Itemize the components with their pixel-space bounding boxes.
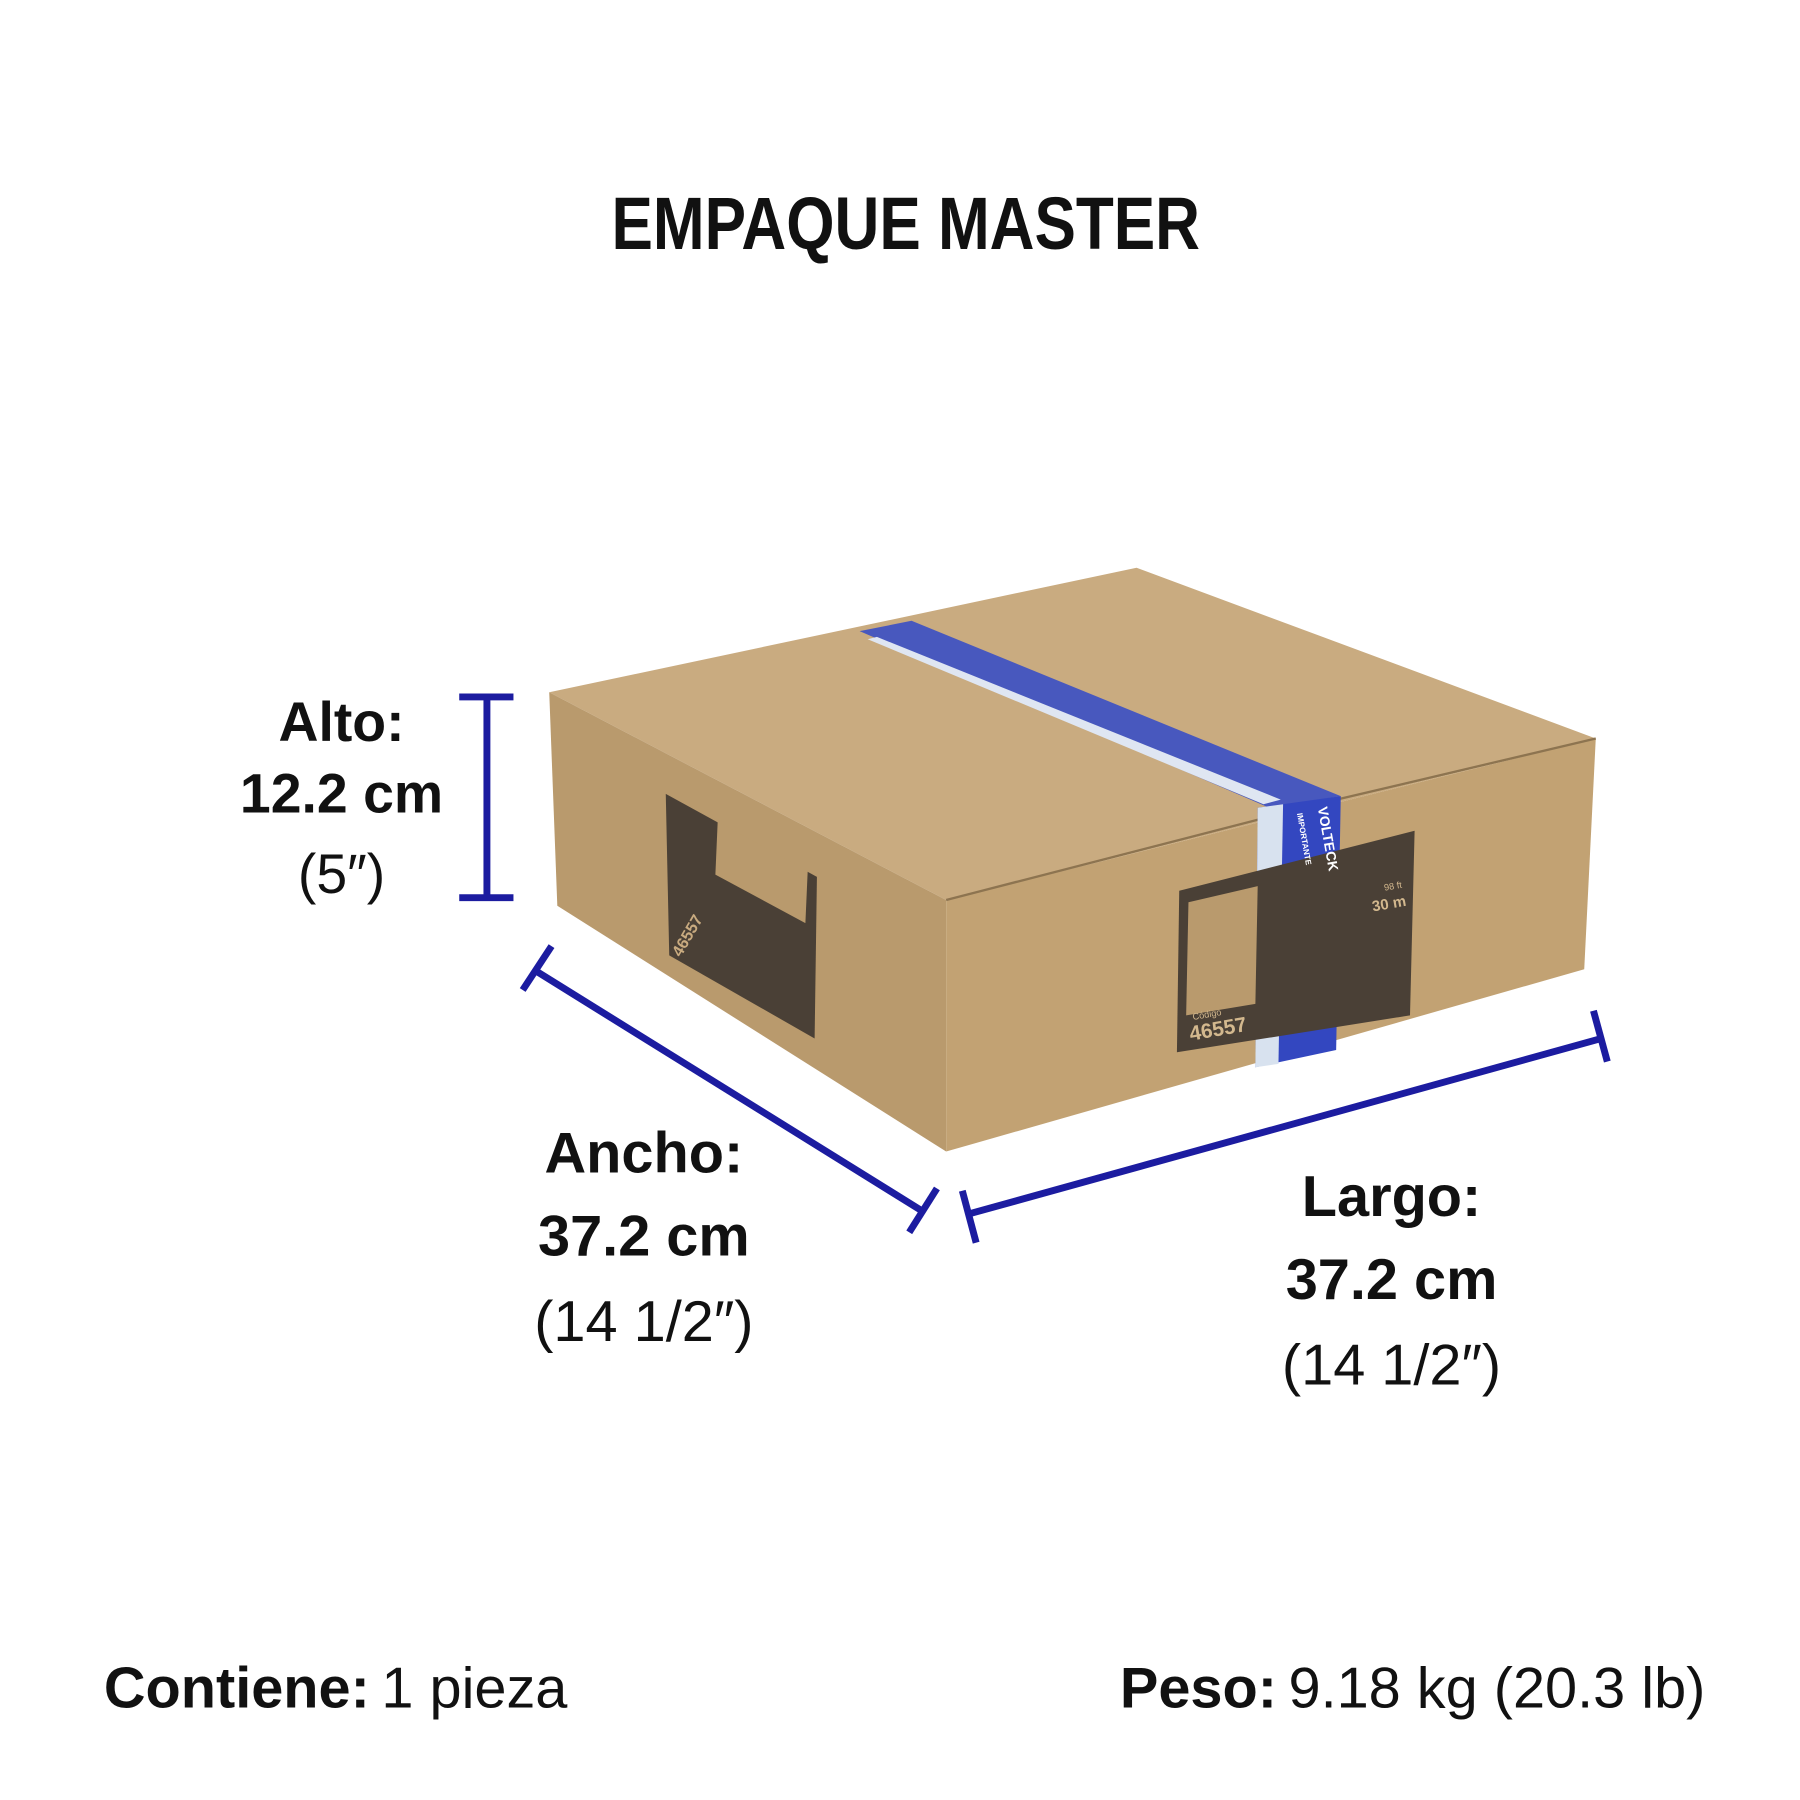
box-code-label: Código <box>1192 1007 1223 1022</box>
box-label-left: 46557 <box>665 793 817 1039</box>
width-label-title: Ancho: <box>545 1121 744 1185</box>
weight-info: Peso:9.18 kg (20.3 lb) <box>1120 1657 1706 1721</box>
contents-label: Contiene: <box>104 1657 370 1721</box>
dimension-lines <box>459 693 1611 1244</box>
width-imperial: (14 1/2″) <box>534 1290 753 1354</box>
box-length-m: 30 m <box>1371 893 1408 916</box>
width-label: Ancho: 37.2 cm (14 1/2″) <box>534 1121 753 1353</box>
width-metric: 37.2 cm <box>538 1204 750 1268</box>
weight-value: 9.18 kg (20.3 lb) <box>1288 1657 1705 1721</box>
length-label: Largo: 37.2 cm (14 1/2″) <box>1282 1165 1501 1397</box>
weight-label: Peso: <box>1120 1657 1277 1721</box>
height-imperial: (5″) <box>298 843 385 905</box>
box-length-ft: 98 ft <box>1383 880 1403 893</box>
height-label-title: Alto: <box>278 691 404 753</box>
length-imperial: (14 1/2″) <box>1282 1334 1501 1398</box>
length-dimension-line <box>958 1009 1611 1244</box>
width-dimension-line <box>519 944 940 1235</box>
height-metric: 12.2 cm <box>240 762 443 824</box>
contents-info: Contiene:1 pieza <box>104 1657 568 1721</box>
box-top-face <box>549 567 1596 900</box>
cardboard-box-image: 46557 46557 30 m 98 ft Código VOLTECK IM… <box>549 567 1597 1152</box>
contents-value: 1 pieza <box>381 1657 568 1721</box>
length-metric: 37.2 cm <box>1286 1248 1498 1312</box>
packing-tape-top <box>859 620 1341 808</box>
length-label-title: Largo: <box>1302 1165 1481 1229</box>
height-label: Alto: 12.2 cm (5″) <box>240 691 443 905</box>
page-title: EMPAQUE MASTER <box>612 182 1200 265</box>
height-dimension-line <box>459 693 514 902</box>
box-label-right: 46557 30 m 98 ft Código <box>1176 830 1415 1053</box>
